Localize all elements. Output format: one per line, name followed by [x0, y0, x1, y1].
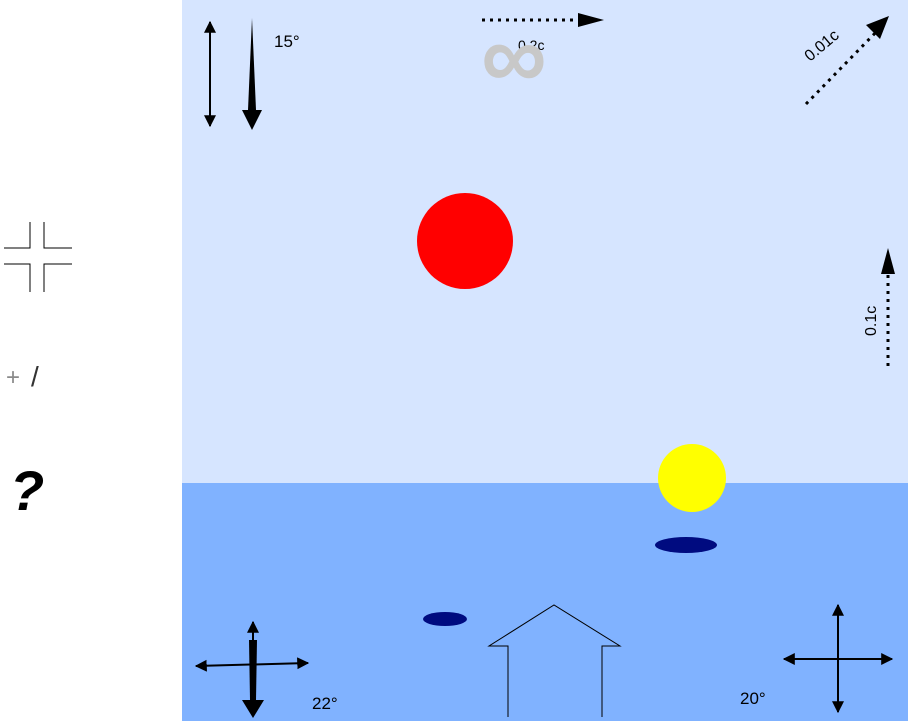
top-center-speed-control[interactable]: 0.2c ∞ — [481, 6, 604, 108]
control-panel: + / ? — [0, 0, 182, 721]
infinity-icon: ∞ — [481, 6, 547, 108]
moon-shadow — [655, 537, 717, 553]
vertical-arrow-down-head — [242, 700, 264, 718]
diagonal-dotted-arrow-head — [866, 16, 889, 39]
plus-label: + — [6, 364, 20, 391]
top-left-angle-label: 15° — [274, 32, 300, 51]
vertical-double-arrow-thick[interactable] — [248, 18, 256, 110]
slash-label: / — [31, 361, 39, 392]
top-left-rotate-control[interactable]: 15° — [204, 18, 300, 130]
house-outline[interactable] — [487, 604, 622, 717]
yellow-moon[interactable] — [658, 444, 726, 512]
top-center-speed-label: 0.2c — [518, 37, 544, 53]
horizontal-dotted-arrow-head — [578, 13, 604, 27]
bottom-left-move-control[interactable]: 22° — [194, 620, 338, 718]
vertical-dotted-arrow-head — [881, 248, 895, 274]
small-shadow — [423, 612, 467, 626]
bottom-left-angle-label: 22° — [312, 694, 338, 713]
ground — [182, 483, 908, 721]
scene-view[interactable]: 15° 0.2c ∞ 0.01c 0.1c — [182, 0, 908, 721]
scene-canvas[interactable]: 15° 0.2c ∞ 0.01c 0.1c — [182, 0, 908, 721]
crosshair-icon[interactable] — [4, 222, 72, 292]
vertical-double-arrow-thick-head — [242, 110, 262, 130]
help-button[interactable]: ? — [10, 459, 44, 522]
bottom-right-move-control[interactable]: 20° — [740, 603, 894, 714]
help-icon[interactable]: ? — [10, 459, 44, 522]
right-speed-label: 0.1c — [863, 306, 880, 336]
diagonal-dotted-arrow[interactable] — [804, 24, 884, 106]
bottom-right-angle-label: 20° — [740, 689, 766, 708]
sky — [182, 0, 908, 483]
control-panel-canvas: + / ? — [0, 222, 72, 522]
vertical-arrow-down-thick — [249, 640, 257, 700]
zoom-toggle-button[interactable]: + / — [0, 361, 39, 392]
red-sun[interactable] — [417, 193, 513, 289]
right-speed-control[interactable]: 0.1c — [863, 248, 895, 368]
